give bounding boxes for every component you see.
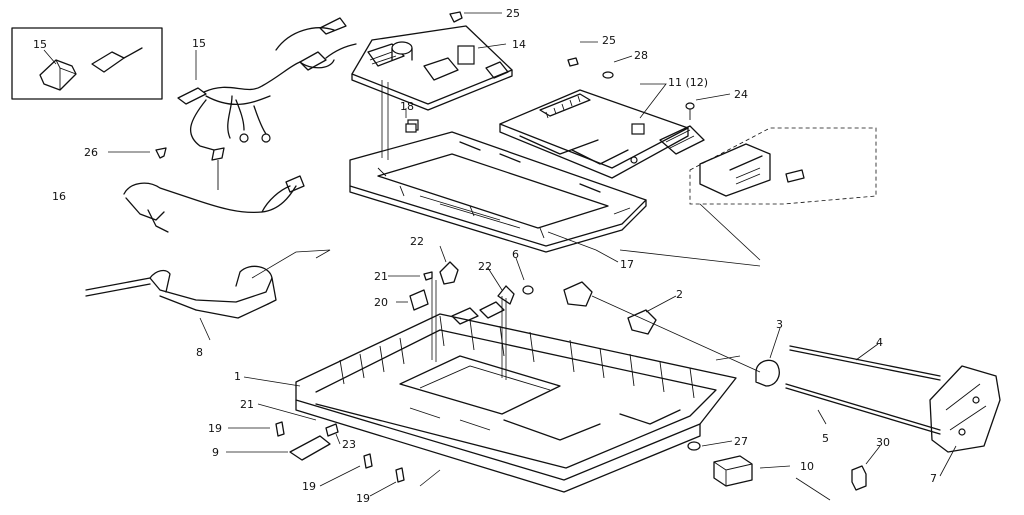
callout-10: 10 bbox=[800, 460, 814, 473]
callout-7: 7 bbox=[930, 472, 937, 485]
callout-22-right: 22 bbox=[478, 260, 492, 273]
callout-27: 27 bbox=[734, 435, 748, 448]
callout-19-left: 19 bbox=[208, 422, 222, 435]
callout-14: 14 bbox=[512, 38, 526, 51]
callout-11-12: 11 (12) bbox=[668, 76, 708, 89]
callout-22-left: 22 bbox=[410, 235, 424, 248]
inset-connector-box bbox=[11, 27, 163, 100]
callout-2: 2 bbox=[676, 288, 683, 301]
small-parts bbox=[155, 11, 1001, 491]
callout-19-middle: 19 bbox=[302, 480, 316, 493]
callout-30: 30 bbox=[876, 436, 890, 449]
cable-harness-15 bbox=[177, 17, 357, 190]
callout-8: 8 bbox=[196, 346, 203, 359]
chassis-frame-17 bbox=[349, 119, 647, 253]
callout-15: 15 bbox=[192, 37, 206, 50]
callout-15-inset: 15 bbox=[33, 38, 47, 51]
callout-1: 1 bbox=[234, 370, 241, 383]
callout-18: 18 bbox=[400, 100, 414, 113]
power-board-14 bbox=[351, 25, 513, 160]
callout-19-bottom: 19 bbox=[356, 492, 370, 505]
leader-lines bbox=[108, 12, 957, 501]
callout-3: 3 bbox=[776, 318, 783, 331]
callout-23: 23 bbox=[342, 438, 356, 451]
callout-26: 26 bbox=[84, 146, 98, 159]
callout-25-board: 25 bbox=[602, 34, 616, 47]
callout-16: 16 bbox=[52, 190, 66, 203]
flat-cable-8 bbox=[85, 265, 277, 319]
callout-4: 4 bbox=[876, 336, 883, 349]
callout-17: 17 bbox=[620, 258, 634, 271]
callout-6: 6 bbox=[512, 248, 519, 261]
connector-assembly bbox=[689, 127, 877, 205]
main-board-11 bbox=[499, 89, 705, 179]
callout-24: 24 bbox=[734, 88, 748, 101]
callout-20: 20 bbox=[374, 296, 388, 309]
callout-21-lower: 21 bbox=[240, 398, 254, 411]
base-chassis-1 bbox=[295, 278, 737, 493]
cable-16 bbox=[123, 175, 305, 233]
callout-labels: 15 15 25 14 25 28 11 (12) 24 18 26 16 17… bbox=[33, 7, 937, 505]
callout-9: 9 bbox=[212, 446, 219, 459]
callout-5: 5 bbox=[822, 432, 829, 445]
callout-21-upper: 21 bbox=[374, 270, 388, 283]
callout-25-top: 25 bbox=[506, 7, 520, 20]
callout-28: 28 bbox=[634, 49, 648, 62]
